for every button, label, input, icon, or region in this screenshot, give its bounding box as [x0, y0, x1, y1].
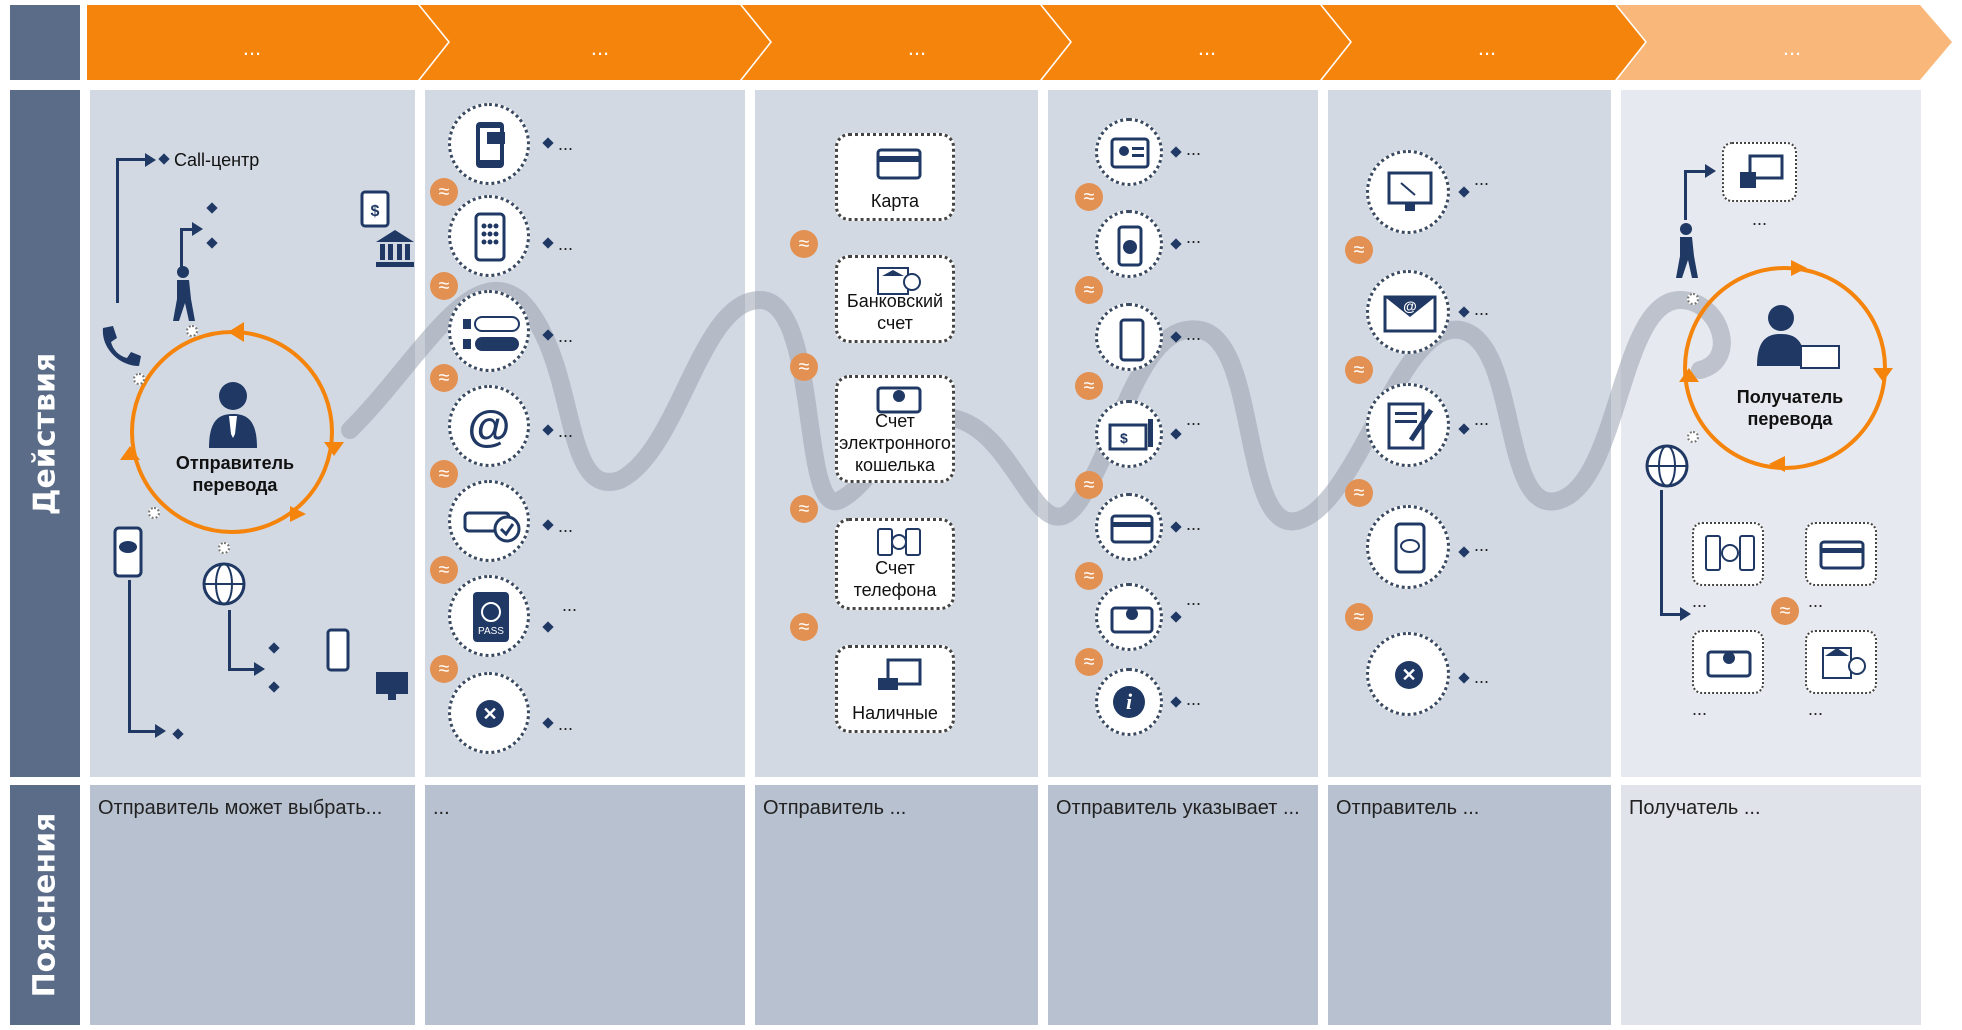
note-text-3: Отправитель ... — [763, 797, 907, 819]
or-symbol: ≈ — [1771, 597, 1799, 625]
option-phone-account[interactable]: Счет телефона — [835, 518, 955, 610]
phone-transfer-icon[interactable] — [1692, 522, 1764, 586]
or-symbol: ≈ — [1075, 276, 1103, 304]
bank-building-icon — [376, 230, 414, 267]
option-cash[interactable]: Наличные — [835, 645, 955, 733]
note-text-5: Отправитель ... — [1336, 797, 1480, 819]
cash-receive-dots: ... — [1752, 209, 1768, 229]
computer-icon — [376, 672, 408, 700]
notes-col-6: Получатель ... — [1621, 785, 1921, 1025]
smartphone-icon — [326, 628, 350, 672]
step-1-label: ... — [242, 35, 262, 60]
step-3-label: ... — [907, 35, 927, 60]
bank-transfer-icon[interactable] — [1805, 630, 1877, 694]
note-text-4: Отправитель указывает ... — [1056, 797, 1300, 819]
or-symbol: ≈ — [430, 556, 458, 584]
wallet-icon[interactable] — [1692, 630, 1764, 694]
mobile-globe-icon[interactable] — [1095, 210, 1163, 278]
svg-text:$: $ — [371, 203, 380, 220]
smartphone-icon[interactable] — [1095, 303, 1163, 371]
email-at-icon[interactable]: @ — [448, 385, 530, 467]
cash-receive-icon[interactable] — [1722, 142, 1797, 202]
sender-cycle — [120, 322, 344, 534]
globe-chat-icon — [202, 562, 246, 606]
row-label-notes: Пояснения — [10, 785, 80, 1025]
bank-card-icon[interactable] — [1095, 493, 1163, 561]
document-sign-icon[interactable] — [1366, 383, 1450, 467]
step-2-label: ... — [590, 35, 610, 60]
or-symbol: ≈ — [790, 353, 818, 381]
or-symbol: ≈ — [430, 460, 458, 488]
bank-card-icon[interactable] — [1805, 522, 1877, 586]
option-card[interactable]: Карта — [835, 133, 955, 221]
note-text-6: Получатель ... — [1629, 797, 1761, 819]
or-symbol: ≈ — [790, 495, 818, 523]
or-symbol: ≈ — [1075, 372, 1103, 400]
or-symbol: ≈ — [1345, 603, 1373, 631]
keypad-phone-icon[interactable] — [448, 195, 530, 277]
or-symbol: ≈ — [1075, 471, 1103, 499]
svg-text:$: $ — [1120, 430, 1128, 446]
sms-phone-method-icon[interactable] — [448, 103, 530, 185]
notes-col-1: Отправитель может выбрать... — [90, 785, 415, 1025]
notes-col-3: Отправитель ... — [755, 785, 1038, 1025]
or-symbol: ≈ — [1075, 648, 1103, 676]
or-symbol: ≈ — [1345, 356, 1373, 384]
cancel-icon[interactable]: ✕ — [1366, 632, 1450, 716]
sms-phone-icon — [113, 526, 143, 578]
atm-icon: $ — [360, 190, 390, 228]
notes-col-5: Отправитель ... — [1328, 785, 1611, 1025]
sender-person-icon — [209, 382, 257, 448]
note-text-2: ... — [433, 797, 450, 819]
call-center-label: Call-центр — [174, 150, 260, 170]
or-symbol: ≈ — [1345, 479, 1373, 507]
check-pen-icon[interactable]: $ — [1095, 400, 1163, 468]
step-6-label: ... — [1782, 35, 1802, 60]
info-icon[interactable]: i — [1095, 668, 1163, 736]
option-ewallet[interactable]: Счет электронного кошелька — [835, 375, 955, 483]
row-label-actions: Действия — [10, 90, 80, 777]
walking-person-icon — [173, 266, 195, 321]
step-5-label: ... — [1477, 35, 1497, 60]
notes-col-4: Отправитель указывает ... — [1048, 785, 1318, 1025]
login-password-icon[interactable] — [448, 290, 530, 372]
wallet-icon[interactable] — [1095, 583, 1163, 651]
or-symbol: ≈ — [430, 364, 458, 392]
or-symbol: ≈ — [430, 178, 458, 206]
email-envelope-icon[interactable]: @ — [1366, 270, 1450, 354]
or-symbol: ≈ — [430, 655, 458, 683]
process-chevrons — [10, 5, 1952, 80]
cancel-icon[interactable]: ✕ — [448, 672, 530, 754]
receiver-label: Получатель перевода — [1736, 387, 1844, 429]
or-symbol: ≈ — [790, 613, 818, 641]
password-check-icon[interactable] — [448, 480, 530, 562]
or-symbol: ≈ — [430, 272, 458, 300]
globe-icon — [1645, 444, 1689, 488]
note-text-1: Отправитель может выбрать... — [98, 797, 383, 819]
mobile-chat-icon[interactable] — [1366, 505, 1450, 589]
phone-call-icon — [102, 326, 141, 366]
option-bank-account[interactable]: Банковский счет — [835, 255, 955, 343]
receiver-cycle — [1679, 260, 1893, 472]
web-monitor-icon[interactable] — [1366, 150, 1450, 234]
id-card-icon[interactable] — [1095, 118, 1163, 186]
sender-label: Отправитель перевода — [175, 453, 295, 495]
svg-text:@: @ — [1403, 298, 1417, 314]
walking-person-icon — [1676, 223, 1698, 278]
svg-text:PASS: PASS — [478, 626, 504, 637]
or-symbol: ≈ — [1075, 183, 1103, 211]
or-symbol: ≈ — [1345, 236, 1373, 264]
or-symbol: ≈ — [1075, 562, 1103, 590]
passport-icon[interactable]: PASS — [448, 575, 530, 657]
notes-col-2: ... — [425, 785, 745, 1025]
or-symbol: ≈ — [790, 230, 818, 258]
step-4-label: ... — [1197, 35, 1217, 60]
receiver-person-icon — [1757, 305, 1840, 369]
